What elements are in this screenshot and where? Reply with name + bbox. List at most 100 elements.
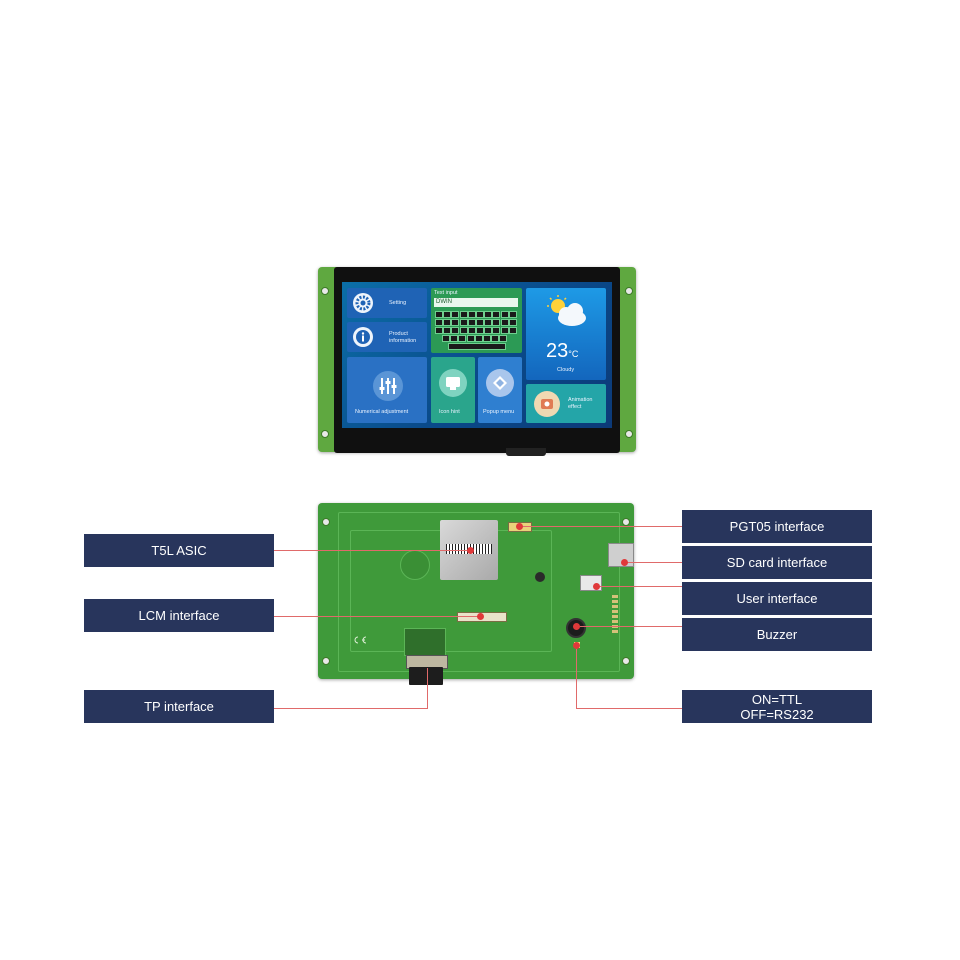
mount-hole — [322, 518, 330, 526]
keyboard-key[interactable] — [442, 335, 450, 342]
leader-line-tp-interface — [274, 708, 428, 709]
numerical-adjustment-tile[interactable]: Numerical adjustment — [347, 357, 427, 423]
marker-sd-card-interface — [621, 559, 628, 566]
keyboard-key[interactable] — [492, 319, 501, 326]
callout-t5l-asic: T5L ASIC — [84, 534, 274, 567]
text-input-title: Text input — [434, 290, 458, 296]
leader-line-buzzer — [576, 626, 682, 627]
keyboard-key[interactable] — [476, 319, 484, 326]
keyboard-key[interactable] — [435, 311, 443, 318]
sun-cloud-icon — [542, 294, 590, 330]
keyboard-key[interactable] — [435, 319, 443, 326]
mount-hole — [622, 518, 630, 526]
keyboard-spacebar[interactable] — [448, 343, 506, 350]
keyboard-key[interactable] — [450, 335, 459, 342]
leader-line-pgt05-interface — [519, 526, 682, 527]
text-input-tile[interactable]: Text input DWIN — [431, 288, 522, 353]
text-input-value: DWIN — [436, 299, 452, 305]
keyboard-key[interactable] — [459, 319, 468, 326]
keyboard-key[interactable] — [467, 327, 476, 334]
leader-line-t5l-asic — [274, 550, 470, 551]
keyboard-key[interactable] — [508, 319, 517, 326]
keyboard-key[interactable] — [491, 335, 500, 342]
callout-buzzer: Buzzer — [682, 618, 872, 651]
weather-tile[interactable]: 23°C Cloudy — [526, 288, 606, 380]
keyboard-key[interactable] — [484, 319, 493, 326]
keyboard-key[interactable] — [466, 335, 475, 342]
setting-tile[interactable]: Setting — [347, 288, 427, 318]
temperature-value: 23 — [546, 340, 569, 362]
temperature-readout: 23°C — [546, 340, 578, 363]
numeric-label: Numerical adjustment — [355, 409, 409, 415]
flex-cable-tab — [506, 448, 546, 456]
keyboard-key[interactable] — [459, 327, 468, 334]
product-information-tile[interactable]: Product information — [347, 322, 427, 352]
product-label: Product information — [389, 331, 417, 344]
keyboard-key[interactable] — [435, 327, 443, 334]
keyboard-key[interactable] — [458, 335, 467, 342]
marker-buzzer — [573, 623, 580, 630]
keyboard-key[interactable] — [443, 311, 452, 318]
tp-footprint — [404, 628, 446, 656]
keyboard-key[interactable] — [467, 311, 476, 318]
marker-lcm-interface — [477, 613, 484, 620]
keyboard-key[interactable] — [492, 311, 501, 318]
marker-t5l-asic — [467, 547, 474, 554]
animation-effect-tile[interactable]: Animation effect — [526, 384, 606, 423]
keyboard-key[interactable] — [500, 327, 509, 334]
mount-hole — [321, 287, 329, 295]
animation-label: Animation effect — [568, 397, 593, 410]
callout-user-interface: User interface — [682, 582, 872, 615]
icon-hint-label: Icon hint — [439, 409, 460, 415]
keyboard-key[interactable] — [484, 327, 493, 334]
keyboard-key[interactable] — [451, 311, 460, 318]
text-input-field[interactable]: DWIN — [434, 298, 518, 307]
mount-hole — [321, 430, 329, 438]
keyboard-key[interactable] — [499, 335, 508, 342]
icon-hint-tile[interactable]: Icon hint — [431, 357, 475, 423]
keyboard-key[interactable] — [483, 335, 491, 342]
slider-icon — [373, 371, 403, 401]
keyboard-key[interactable] — [467, 319, 476, 326]
on-screen-keyboard[interactable] — [434, 310, 518, 350]
keyboard-key[interactable] — [476, 311, 484, 318]
pin-header — [612, 595, 618, 635]
keyboard-key[interactable] — [484, 311, 493, 318]
leader-line-sd-card-interface — [624, 562, 682, 563]
keyboard-key[interactable] — [476, 327, 484, 334]
popup-menu-tile[interactable]: Popup menu — [478, 357, 522, 423]
callout-mode-switch: ON=TTL OFF=RS232 — [682, 690, 872, 723]
keyboard-key[interactable] — [443, 319, 452, 326]
leader-line-tp-interface — [427, 668, 428, 709]
marker-pgt05-interface — [516, 523, 523, 530]
leader-line-user-interface — [596, 586, 682, 587]
keyboard-key[interactable] — [492, 327, 501, 334]
leader-line-lcm-interface — [274, 616, 480, 617]
animation-icon — [534, 391, 560, 417]
leader-line-mode-switch — [576, 645, 577, 708]
keyboard-key[interactable] — [508, 327, 517, 334]
mount-hole — [625, 287, 633, 295]
callout-pgt05-interface: PGT05 interface — [682, 510, 872, 543]
keyboard-key[interactable] — [508, 311, 517, 318]
weather-label: Cloudy — [557, 367, 575, 373]
marker-mode-switch — [573, 642, 580, 649]
setting-label: Setting — [389, 300, 407, 306]
keyboard-key[interactable] — [443, 327, 452, 334]
popup-menu-icon — [486, 369, 514, 397]
pcb-trace-outline — [338, 512, 620, 672]
keyboard-key[interactable] — [451, 319, 460, 326]
keyboard-key[interactable] — [474, 335, 483, 342]
gear-icon — [353, 293, 373, 313]
keyboard-key[interactable] — [451, 327, 460, 334]
keyboard-key[interactable] — [500, 311, 509, 318]
mount-hole — [622, 657, 630, 665]
keyboard-key[interactable] — [500, 319, 509, 326]
keyboard-key[interactable] — [459, 311, 468, 318]
round-pad — [400, 550, 430, 580]
ce-mark — [352, 636, 368, 644]
temperature-unit: °C — [568, 349, 579, 359]
icon-hint-icon — [439, 369, 467, 397]
mount-hole — [322, 657, 330, 665]
callout-tp-interface: TP interface — [84, 690, 274, 723]
